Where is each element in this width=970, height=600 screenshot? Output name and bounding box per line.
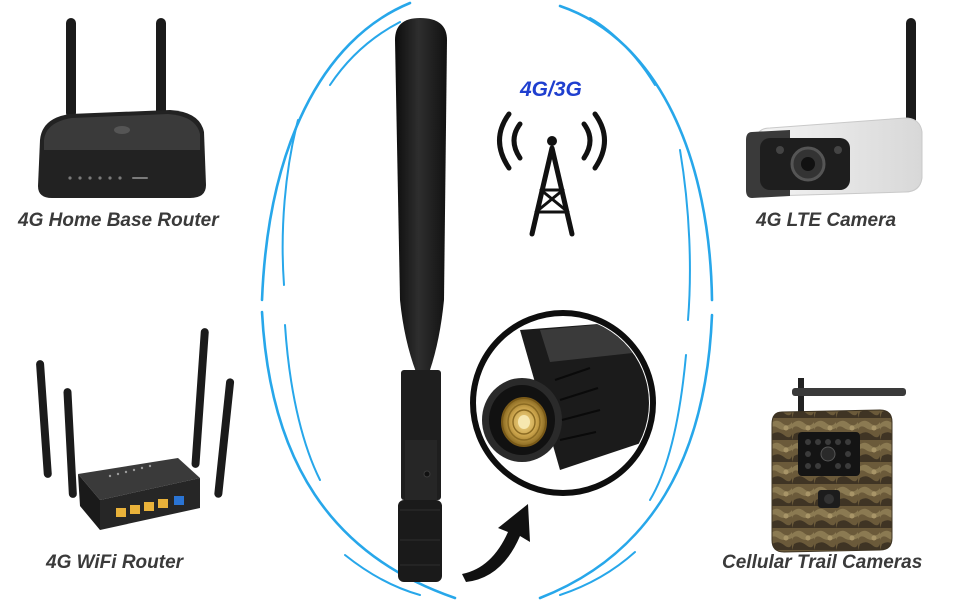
antenna-image (395, 18, 447, 582)
curved-arrow-icon (462, 504, 530, 582)
caption-home-base-router: 4G Home Base Router (18, 210, 219, 231)
caption-lte-camera: 4G LTE Camera (756, 210, 897, 231)
lte-camera-image (746, 18, 923, 198)
caption-wifi-router: 4G WiFi Router (46, 552, 184, 573)
sma-connector-closeup (470, 310, 656, 496)
band-label: 4G/3G (520, 78, 582, 101)
home-base-router-image (38, 18, 206, 198)
trail-camera-image (771, 378, 906, 553)
signal-ellipse (260, 1, 714, 600)
wifi-router-image (36, 328, 235, 530)
caption-trail-cameras: Cellular Trail Cameras (722, 552, 923, 573)
cell-tower-icon (497, 111, 607, 237)
